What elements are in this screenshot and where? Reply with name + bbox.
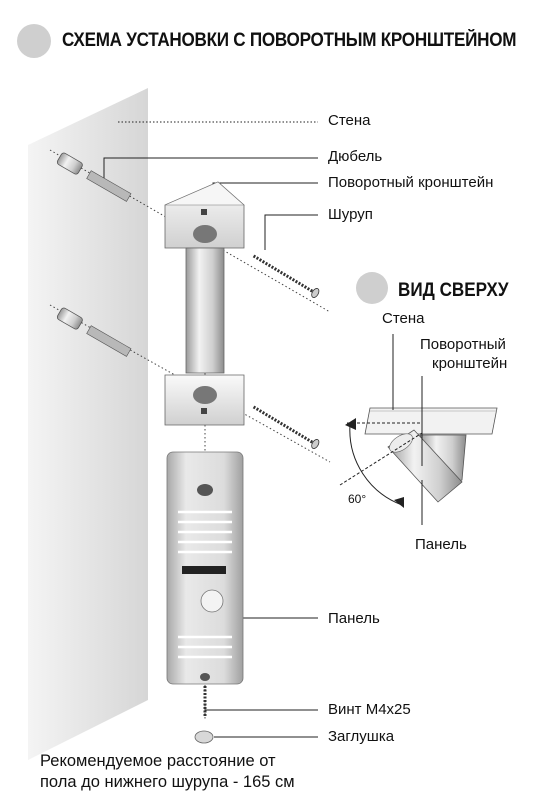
footnote: Рекомендуемое расстояние от пола до нижн… [40,751,295,793]
top-view-bullet [356,272,388,304]
screw-leader [264,214,318,250]
label-bolt: Винт М4х25 [328,701,411,718]
label-dowel: Дюбель [328,148,383,165]
label-bracket: Поворотный кронштейн [328,174,494,191]
top-view-label-wall: Стена [382,310,425,327]
lower-screw [252,405,320,449]
angle-arc [349,424,403,506]
page-title: СХЕМА УСТАНОВКИ С ПОВОРОТНЫМ КРОНШТЕЙНОМ [62,30,517,51]
footnote-line-1: Рекомендуемое расстояние от [40,752,276,770]
upper-dowel [56,152,132,202]
top-view-label-bracket-2: кронштейн [432,355,508,372]
top-view-title: ВИД СВЕРХУ [398,280,509,301]
top-view-drawing [339,334,498,525]
angle-label: 60° [348,492,367,506]
wall-surface [28,88,148,760]
upper-screw [252,254,320,298]
footnote-line-2: пола до нижнего шурупа - 165 см [40,773,295,791]
top-view-label-panel: Панель [415,536,467,553]
top-view-label-bracket-1: Поворотный [420,336,506,353]
label-screw: Шуруп [328,206,373,223]
lower-dowel [56,307,132,357]
call-panel [166,451,244,685]
label-panel: Панель [328,610,380,627]
label-wall: Стена [328,112,371,129]
top-wall [364,407,498,435]
dowel-leader [103,157,318,178]
plug [194,730,214,744]
swivel-bracket [164,181,245,426]
label-plug: Заглушка [328,728,395,745]
title-bullet [17,24,51,58]
